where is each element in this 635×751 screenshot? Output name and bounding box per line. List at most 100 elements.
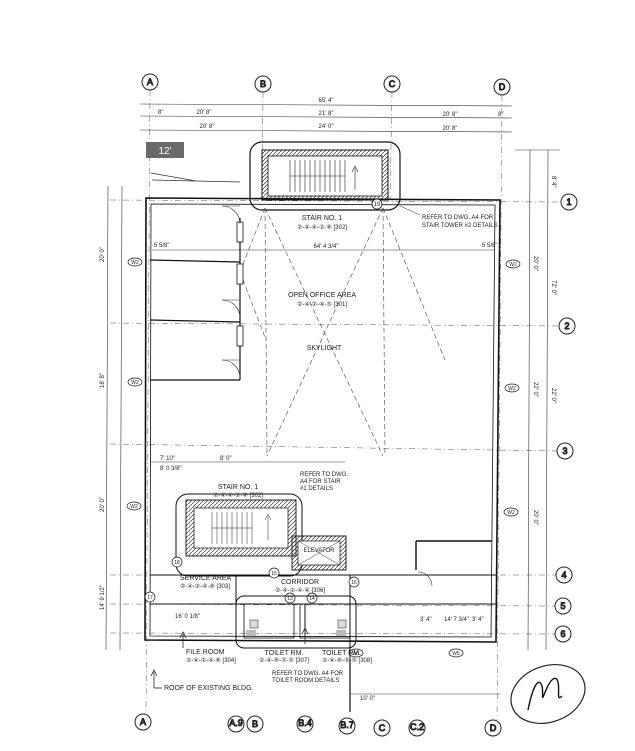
svg-text:B.4: B.4 [298,718,312,728]
grid-bubble-b-top: B [254,75,272,93]
door-tag-18: 18 [171,556,183,568]
grid-bubble-b7-bottom: B.7 [338,717,356,735]
right-dim-22-0: 22' 0" [532,382,538,397]
note-stair-tower-1: REFER TO DWG. A4 FOR [422,215,494,221]
grid-bubble-c2-bottom: C.2 [408,719,426,737]
left-dim-14-9: 14' 9 1/2" [100,585,106,610]
svg-text:15: 15 [271,571,277,577]
inner-width-label: 64' 4 3/4" [314,244,339,250]
signature-mark [510,664,586,724]
toilet-rooms [235,595,357,649]
left-dim-20-0: 20' 0" [100,247,106,262]
b4-left-dim: 16' 0 1/8" [175,614,200,620]
corridor-code: ②-④-②-④-④ [306] [275,587,325,594]
grid-bubble-a9-bottom: A.9 [227,715,245,733]
svg-text:W2: W2 [509,262,517,268]
skylight-outline [239,207,446,457]
file-room-name: FILE ROOM [186,649,225,656]
grid-bubble-c-top: C [383,75,401,93]
svg-text:W1: W1 [352,651,360,657]
right-dim-20-0: 20' 0" [532,256,538,271]
svg-text:C.2: C.2 [410,722,424,732]
bottom-dim-3: 3' 4" [472,617,484,623]
stair1-top-code: ②-④-④-②-⑧ [302] [297,224,347,231]
door-tag-13: 13 [284,592,296,604]
skylight-label: SKYLIGHT [307,345,342,352]
grid-bubble-a-top: A [141,73,159,91]
right-dim-20-0-b: 20' 0" [532,510,538,525]
corridor-name: CORRIDOR [281,579,319,586]
note-toilet-2: TOILET ROOM DETAILS [272,678,339,684]
svg-text:B: B [252,719,258,729]
grid-bubble-d-bottom: D [484,719,502,737]
svg-text:A: A [147,77,153,87]
open-office-name: OPEN OFFICE AREA [288,292,356,299]
svg-text:W5: W5 [452,651,460,657]
svg-text:6: 6 [560,629,565,639]
svg-text:B: B [260,79,266,89]
svg-text:17: 17 [147,595,153,601]
grid-bubble-b-bottom: B [246,715,264,733]
svg-text:2: 2 [564,321,569,331]
stair-tower-top [249,141,401,211]
right-dimensions [515,149,560,651]
wall-tag-w2-right-3: W2 [503,507,519,517]
svg-text:W2: W2 [507,510,515,516]
overall-dim-label: 65' 4" [319,98,334,104]
toilet-2-code: ②-④-⑧-⑤-⑤ [308] [322,657,372,664]
left-dimensions [105,185,123,651]
toilet-1-code: ②-④-⑧-⑤-⑤ [307] [259,657,309,664]
bottom-dim-10-0: 10' 0" [360,696,375,702]
wall-tag-w5: W5 [448,648,464,658]
right-dim-8-4: 8' 4" [550,176,556,188]
svg-text:1: 1 [566,197,571,207]
grid-bubble-row-4: 4 [555,566,573,584]
wall-tag-w2-left-1: W2 [127,257,143,267]
wall-tag-w2-left-2: W2 [127,377,143,387]
left-offices [149,218,244,381]
stair1-lower-name: STAIR NO. 1 [218,484,258,491]
top-dim-row3-2: 24' 0" [319,124,334,130]
toilet-1-name: TOILET RM. [264,650,303,657]
svg-text:C: C [389,79,396,89]
b4-dim-2: 8' 0 3/8" [160,466,182,472]
svg-text:12': 12' [158,146,171,157]
svg-text:D: D [490,723,497,733]
grid-bubbles-rows: 1 2 3 4 5 6 [554,193,578,643]
dim-5-5-8-right: 5 5/8" [482,243,497,249]
svg-text:13: 13 [287,596,293,602]
file-room-arrows [179,627,309,648]
grid-bubble-row-1: 1 [560,193,578,211]
b4-dim-1: 7' 10" [160,456,175,462]
service-area-code: ②-④-②-④-⑧ [303] [180,583,230,590]
right-room-door [417,571,433,587]
note-stair-1-a: REFER TO DWG. [300,472,348,478]
svg-text:16: 16 [351,580,357,586]
top-dim-4: 20' 8" [443,112,458,118]
grid-bubble-d-top: D [493,78,511,96]
svg-text:5: 5 [560,601,565,611]
grid-bubble-row-6: 6 [554,625,572,643]
grid-bubble-row-2: 2 [558,317,576,335]
grid-bubble-c-bottom: C [373,719,391,737]
top-dim-1: 8" [158,110,163,116]
grid-bubbles-bottom: A A.9 B B.4 B.7 C C.2 D [134,713,502,737]
left-dim-18-8: 18' 8" [100,373,106,388]
roof-arrow [150,669,162,689]
svg-text:A.9: A.9 [229,718,243,728]
service-area-name: SERVICE AREA [180,575,232,582]
grid-bubble-row-3: 3 [556,442,574,460]
right-room-partition [415,540,492,570]
elevator-label: ELEVATOR [303,548,335,554]
right-dim-72-0: 72' 0" [550,280,556,295]
wall-tag-w2-left-3: W2 [126,501,142,511]
note-stair-1-b: A4 FOR STAIR [300,479,341,485]
dim-5-5-8-left: 5 5/8" [154,243,169,249]
scale-callout: 12' [146,142,241,183]
grid-bubble-a-bottom: A [134,713,152,731]
wall-tag-w2-right-2: W2 [504,383,520,393]
top-dim-row3-3: 20' 8" [443,126,458,132]
left-office-doors [221,205,241,379]
top-dim-5: 8" [498,112,503,118]
